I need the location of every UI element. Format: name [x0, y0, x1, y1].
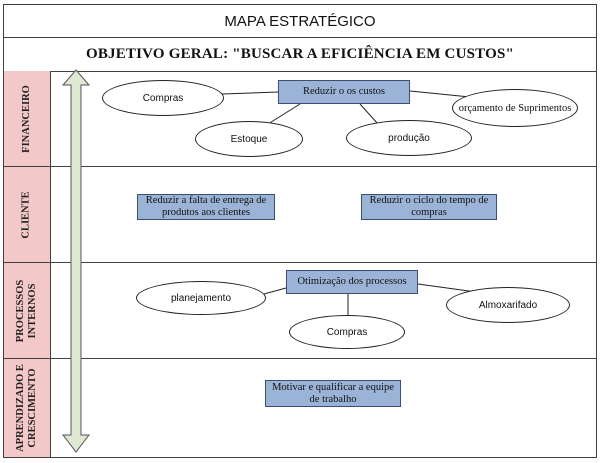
perspective-text-processos: PROCESSOS INTERNOS [15, 279, 39, 341]
band-cliente: CLIENTE [4, 167, 596, 263]
perspective-text-aprendizado: APRENDIZADO E CRESCIMENTO [15, 364, 39, 452]
objective-box-reduzir-ciclo-compras: Reduzir o ciclo do tempo de compras [361, 194, 497, 220]
objective-box-reduzir-falta-entrega: Reduzir a falta de entrega de produtos a… [137, 194, 275, 220]
ellipse-orcamento-suprimentos: orçamento de Suprimentos [452, 89, 578, 127]
perspective-label-aprendizado: APRENDIZADO E CRESCIMENTO [4, 359, 51, 457]
ellipse-compras-financeiro: Compras [102, 80, 224, 116]
ellipse-planejamento: planejamento [136, 281, 266, 315]
general-objective: OBJETIVO GERAL: "BUSCAR A EFICIÊNCIA EM … [4, 37, 596, 72]
perspective-label-processos: PROCESSOS INTERNOS [4, 263, 51, 358]
band-processos: PROCESSOS INTERNOS [4, 263, 596, 359]
perspective-text-financeiro: FINANCEIRO [21, 84, 33, 153]
page-title: MAPA ESTRATÉGICO [4, 5, 596, 38]
perspective-text-aprendizado-line1: APRENDIZADO E [15, 364, 26, 452]
ellipse-almoxarifado: Almoxarifado [446, 287, 570, 323]
perspective-text-processos-line2: INTERNOS [27, 283, 38, 338]
objective-box-reduzir-custos: Reduzir o os custos [278, 80, 410, 104]
band-aprendizado: APRENDIZADO E CRESCIMENTO [4, 359, 596, 457]
perspective-text-processos-line1: PROCESSOS [15, 279, 26, 342]
perspective-text-cliente: CLIENTE [21, 190, 33, 239]
objective-box-otimizacao-processos: Otimização dos processos [286, 270, 418, 294]
perspective-label-cliente: CLIENTE [4, 167, 51, 262]
perspective-label-financeiro: FINANCEIRO [4, 71, 51, 166]
objective-box-motivar-qualificar: Motivar e qualificar a equipe de trabalh… [265, 380, 401, 407]
band-financeiro: FINANCEIRO [4, 71, 596, 167]
perspective-text-aprendizado-line2: CRESCIMENTO [27, 368, 38, 448]
ellipse-estoque: Estoque [195, 121, 303, 157]
ellipse-producao: produção [346, 120, 472, 156]
ellipse-compras-processos: Compras [289, 315, 405, 349]
